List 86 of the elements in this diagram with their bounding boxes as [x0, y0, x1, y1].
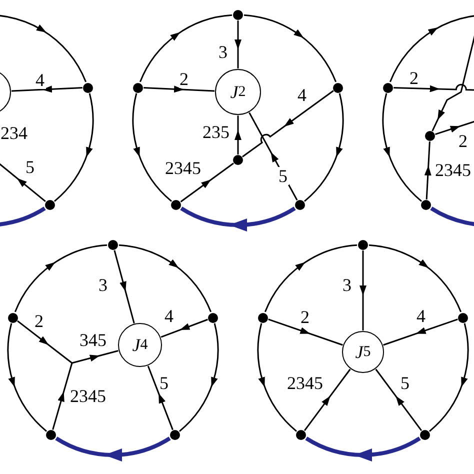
arc-arrow — [54, 93, 94, 202]
arrow — [160, 318, 208, 338]
edge-label: 3 — [342, 276, 352, 294]
edge-label: 5 — [158, 374, 170, 392]
edge-label: 2345 — [164, 159, 202, 177]
arc-arrow — [257, 323, 298, 432]
junction-dot — [44, 200, 55, 210]
edge-label: 4 — [296, 86, 308, 104]
arrow — [17, 320, 72, 364]
edge-label: 5 — [24, 158, 36, 176]
edge-label: 235 — [202, 123, 230, 141]
arrow — [144, 86, 215, 93]
edge-label: 2345 — [69, 387, 107, 405]
edge-label: 3 — [98, 276, 108, 294]
junction-dot — [421, 200, 432, 210]
arrow — [268, 318, 343, 346]
edge-label: 2 — [458, 132, 468, 150]
junction-dot — [133, 82, 144, 93]
junction-dot — [332, 82, 343, 93]
edge-label: 4 — [34, 71, 46, 89]
edge-label: 4 — [164, 307, 174, 325]
edge-label: 4 — [416, 307, 426, 325]
thick-arc-arrow — [180, 206, 296, 232]
arc-arrow — [7, 323, 48, 432]
arrow — [114, 250, 135, 324]
junction-dot — [358, 240, 368, 250]
arc-arrow — [132, 93, 172, 202]
edge-label: 2 — [34, 312, 44, 330]
edge-label: 3 — [218, 43, 228, 61]
junction-dot — [171, 200, 182, 210]
arc-arrow — [139, 14, 232, 82]
edge-label: 5 — [278, 167, 288, 185]
arrow — [424, 141, 432, 200]
junction-dot — [425, 131, 435, 141]
edge-label: 2345 — [286, 374, 324, 392]
junction-dot — [420, 430, 430, 440]
arc-arrow — [244, 14, 337, 82]
arrow — [234, 20, 242, 68]
thick-arc-arrow — [305, 436, 421, 462]
thick-arc-line — [0, 206, 46, 227]
arrow — [304, 368, 351, 431]
edge-label: 2 — [408, 69, 420, 87]
arc-arrow — [428, 323, 469, 432]
junction-dot — [258, 312, 268, 323]
number-label: 234 — [0, 124, 28, 142]
arrow — [234, 116, 242, 154]
arrow — [375, 368, 422, 431]
thick-arc-arrow — [55, 436, 171, 462]
thick-arc-line — [430, 206, 474, 227]
arrow — [360, 250, 366, 330]
arc-arrow — [264, 244, 358, 312]
junction-dot — [108, 240, 118, 250]
arrow — [180, 162, 234, 202]
arc-arrow — [118, 244, 212, 312]
number-label: 345 — [78, 331, 108, 349]
arrow — [383, 318, 458, 346]
junction-dot — [170, 430, 180, 440]
junction-dot — [383, 82, 394, 93]
arrow — [394, 84, 474, 92]
junction-dot — [296, 430, 306, 440]
junction-dot — [458, 312, 468, 323]
arc-arrow — [368, 244, 462, 312]
arc-arrow — [389, 14, 474, 82]
edge-label: 5 — [400, 374, 410, 392]
edge-label: 2 — [178, 70, 190, 88]
junction-dot — [208, 312, 218, 323]
edge-label: 2 — [300, 308, 310, 326]
arrow — [52, 362, 73, 430]
junction-dot — [82, 82, 93, 93]
junction-dot — [8, 312, 18, 323]
edge-label: 2345 — [434, 161, 472, 179]
arrow — [11, 86, 82, 93]
arrow — [248, 112, 298, 200]
arrow — [435, 120, 474, 135]
junction-dot — [294, 200, 305, 210]
arc-arrow — [0, 14, 87, 82]
arc-arrow — [382, 93, 422, 202]
arc-arrow — [14, 244, 108, 312]
junction-dot — [233, 10, 243, 20]
junction-dot — [233, 155, 243, 165]
arc-arrow — [304, 93, 344, 202]
arc-arrow — [178, 323, 219, 432]
arrow — [147, 366, 174, 430]
arrow — [72, 350, 118, 364]
arrow — [242, 90, 334, 158]
junction-dot — [46, 430, 56, 440]
